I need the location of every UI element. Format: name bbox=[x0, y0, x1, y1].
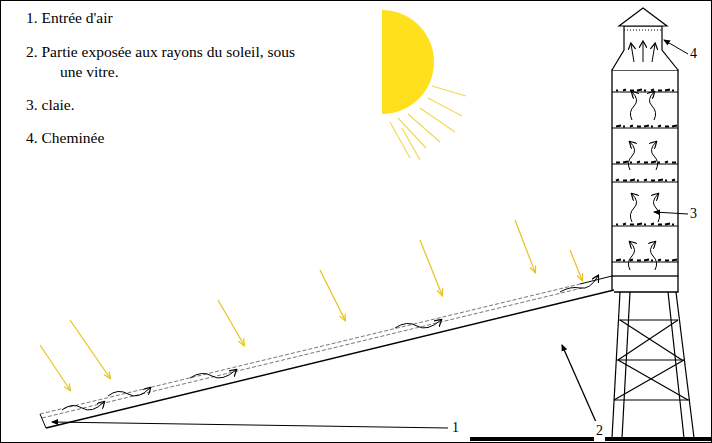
produce bbox=[623, 260, 625, 262]
leader-line bbox=[654, 212, 688, 214]
produce bbox=[623, 162, 628, 163]
produce bbox=[616, 162, 620, 164]
produce bbox=[672, 224, 674, 226]
produce bbox=[630, 90, 634, 92]
produce bbox=[658, 260, 661, 261]
produce bbox=[630, 162, 632, 164]
chimney-outlet bbox=[624, 30, 662, 31]
shelf bbox=[612, 92, 678, 93]
shelf bbox=[612, 182, 678, 183]
produce bbox=[637, 180, 639, 182]
produce bbox=[616, 260, 621, 261]
produce bbox=[658, 162, 660, 164]
callout-number: 1 bbox=[450, 418, 461, 438]
produce bbox=[623, 224, 626, 225]
leader-line bbox=[562, 345, 596, 422]
chimney bbox=[612, 26, 678, 70]
produce bbox=[665, 90, 670, 91]
produce bbox=[672, 260, 677, 261]
produce bbox=[616, 180, 619, 181]
produce bbox=[616, 126, 621, 127]
produce bbox=[672, 90, 674, 92]
glass bbox=[42, 288, 582, 418]
drying-cabinet bbox=[612, 70, 678, 276]
stand bbox=[612, 292, 694, 438]
produce bbox=[644, 180, 647, 181]
produce bbox=[637, 126, 641, 128]
produce bbox=[651, 260, 653, 262]
shelf bbox=[612, 128, 678, 129]
produce bbox=[651, 162, 656, 163]
produce bbox=[672, 126, 677, 127]
produce bbox=[658, 224, 662, 226]
shelf bbox=[612, 164, 678, 165]
produce bbox=[672, 180, 675, 181]
produce bbox=[665, 224, 670, 225]
legend-item: 3. claie. bbox=[26, 95, 306, 115]
produce bbox=[644, 126, 649, 127]
incident-rays bbox=[40, 220, 582, 390]
produce bbox=[658, 126, 661, 127]
leader-line bbox=[664, 40, 688, 54]
callout-number: 3 bbox=[688, 204, 699, 224]
air-flow bbox=[62, 276, 598, 410]
produce bbox=[630, 126, 633, 127]
produce bbox=[630, 260, 633, 261]
sun-rays bbox=[390, 86, 466, 160]
produce bbox=[630, 180, 635, 181]
ground bbox=[470, 437, 712, 441]
produce bbox=[637, 90, 642, 91]
produce bbox=[637, 260, 641, 262]
produce bbox=[616, 90, 618, 92]
produce bbox=[644, 90, 646, 92]
legend-item: 1. Entrée d'air bbox=[26, 8, 306, 28]
produce bbox=[637, 162, 640, 163]
produce bbox=[623, 126, 625, 128]
produce bbox=[658, 90, 662, 92]
produce bbox=[644, 224, 646, 226]
produce bbox=[630, 224, 634, 226]
produce bbox=[665, 126, 669, 128]
produce bbox=[672, 162, 676, 164]
collector-plate bbox=[46, 290, 614, 428]
produce bbox=[644, 260, 649, 261]
produce bbox=[665, 180, 667, 182]
produce bbox=[616, 224, 618, 226]
legend-item: 4. Cheminée bbox=[26, 128, 306, 148]
sun bbox=[382, 10, 434, 114]
produce bbox=[623, 180, 627, 182]
collector-edge bbox=[40, 414, 46, 428]
chimney-cap bbox=[619, 8, 667, 26]
callout-number: 4 bbox=[688, 44, 699, 64]
produce bbox=[665, 162, 668, 163]
produce bbox=[637, 224, 642, 225]
produce bbox=[658, 180, 663, 181]
leader-line bbox=[52, 422, 448, 428]
shelf bbox=[612, 226, 678, 227]
callout-number: 2 bbox=[594, 421, 605, 441]
produce bbox=[651, 90, 654, 91]
shelves bbox=[612, 90, 678, 263]
legend-item: 2. Partie exposée aux rayons du soleil, … bbox=[26, 42, 306, 82]
produce bbox=[651, 224, 654, 225]
shelf bbox=[612, 262, 678, 263]
produce bbox=[651, 180, 655, 182]
produce bbox=[665, 260, 669, 262]
produce bbox=[623, 90, 626, 91]
air-flow bbox=[628, 42, 659, 270]
cabinet-base bbox=[612, 276, 678, 292]
glass bbox=[40, 284, 580, 414]
produce bbox=[644, 162, 648, 164]
produce bbox=[651, 126, 653, 128]
